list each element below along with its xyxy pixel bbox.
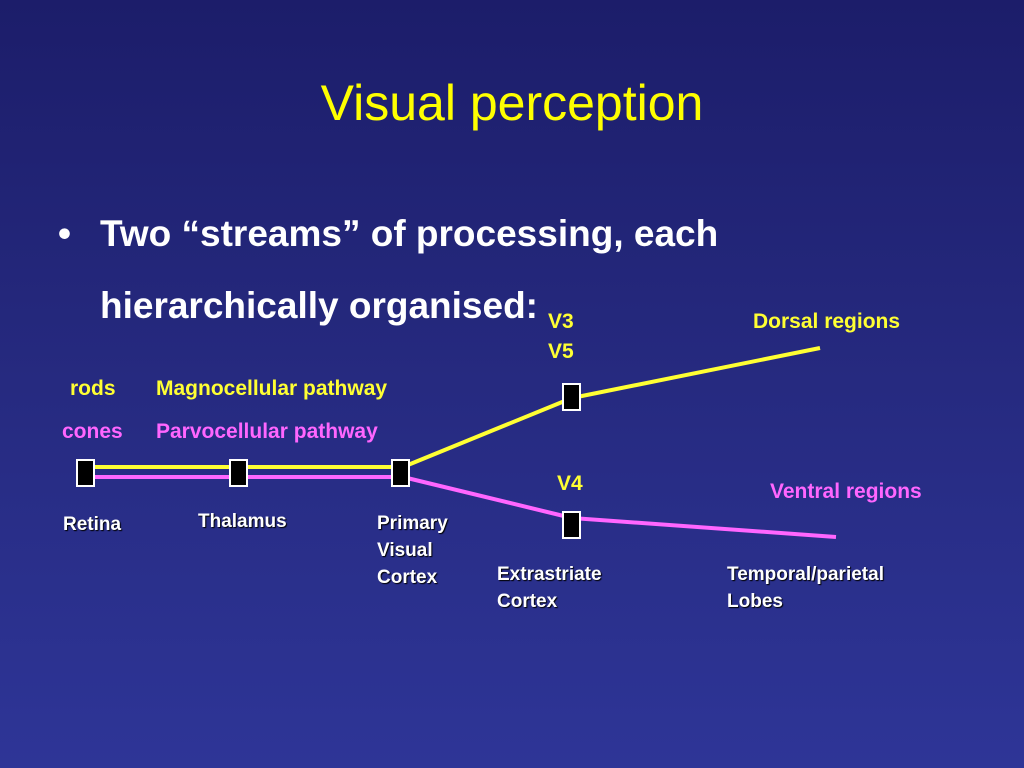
v4-label: V4 [557, 472, 583, 495]
bullet-dot: • [58, 213, 71, 254]
rods-label: rods [70, 377, 116, 400]
temporal-parietal-lobes-line-1: Temporal/parietal [727, 564, 884, 585]
thalamus-node [229, 459, 248, 487]
primary-visual-cortex-label: Primary Visual Cortex [377, 510, 448, 591]
retina-node [76, 459, 95, 487]
bullet-text: Two “streams” of processing, each hierar… [100, 213, 719, 326]
dorsal-stream-line-1 [402, 396, 573, 469]
extrastriate-cortex-line-2: Cortex [497, 591, 558, 612]
primary-visual-cortex-line-2: Visual [377, 540, 433, 561]
ventral-regions-label: Ventral regions [770, 480, 922, 503]
slide-title: Visual perception [320, 75, 704, 131]
v3-label: V3 [548, 310, 574, 333]
temporal-parietal-lobes-line-2: Lobes [727, 591, 783, 612]
magnocellular-pathway-label: Magnocellular pathway [156, 377, 388, 400]
ventral-stream-line-1 [402, 475, 573, 520]
retina-label: Retina [63, 514, 122, 535]
extrastriate-cortex-line-1: Extrastriate [497, 564, 602, 585]
primary-visual-cortex-line-3: Cortex [377, 567, 438, 588]
primary-visual-cortex-line-1: Primary [377, 513, 448, 534]
parvocellular-pathway-label: Parvocellular pathway [156, 420, 378, 443]
thalamus-label: Thalamus [198, 511, 287, 532]
extrastriate-cortex-label: Extrastriate Cortex [497, 561, 602, 615]
v4-node [562, 511, 581, 539]
primary-visual-cortex-node [391, 459, 410, 487]
cones-label: cones [62, 420, 123, 443]
v3-v5-node [562, 383, 581, 411]
dorsal-regions-label: Dorsal regions [753, 310, 901, 333]
ventral-stream-line-2 [571, 516, 837, 539]
temporal-parietal-lobes-label: Temporal/parietal Lobes [727, 561, 884, 615]
v5-label: V5 [548, 340, 574, 363]
dorsal-stream-line-2 [571, 346, 821, 400]
